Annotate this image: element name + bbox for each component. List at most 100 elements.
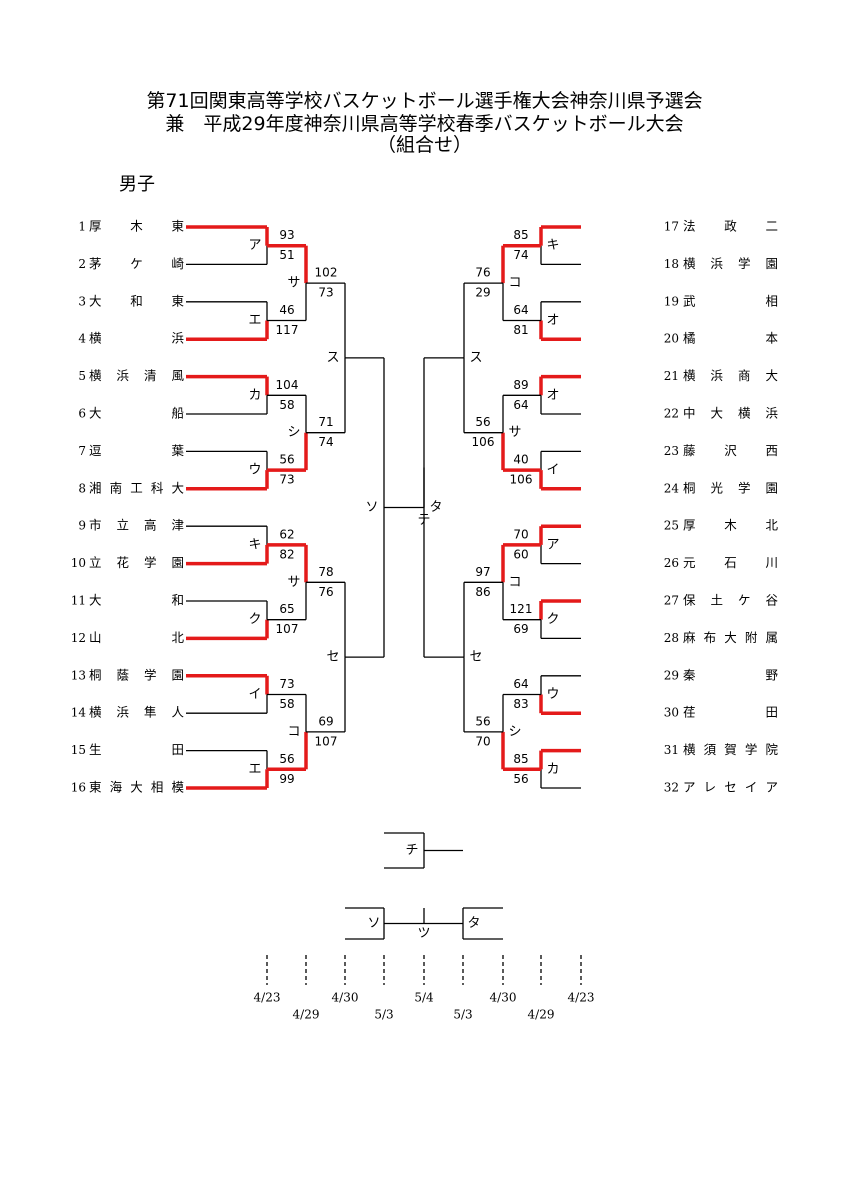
team-name: 藤 沢 西 (683, 443, 778, 458)
team-name: 横 浜 学 園 (683, 256, 778, 271)
court-label: ク (248, 612, 261, 627)
semifinal-right-label: タ (467, 916, 480, 931)
division-label: 男子 (119, 174, 155, 195)
team-name: 桐 蔭 学 園 (89, 667, 184, 682)
team-name: 横 浜 隼 人 (89, 705, 184, 720)
score-bottom: 106 (510, 473, 533, 487)
team-name: 厚 木 北 (683, 518, 778, 533)
score-bottom: 51 (279, 248, 294, 262)
court-label: サ (508, 425, 521, 440)
team-seed-number: 22 (664, 407, 679, 421)
court-label: ア (248, 238, 261, 253)
score-top: 69 (318, 714, 333, 728)
team-seed-number: 2 (78, 257, 86, 271)
team-name: 大 和 東 (89, 293, 184, 308)
court-label: カ (248, 388, 261, 403)
score-top: 93 (279, 228, 294, 242)
team-seed-number: 25 (664, 519, 679, 533)
score-top: 64 (513, 303, 528, 317)
team-name: 横 浜 清 風 (89, 368, 184, 383)
tournament-title-line1: 第71回関東高等学校バスケットボール選手権大会神奈川県予選会 (146, 90, 703, 112)
score-bottom: 29 (475, 286, 490, 300)
team-name: 横 浜 (89, 331, 184, 346)
third-place-court-label: チ (405, 843, 418, 858)
score-bottom: 82 (279, 547, 294, 561)
team-seed-number: 15 (71, 743, 86, 757)
score-top: 65 (279, 602, 294, 616)
score-top: 56 (279, 453, 294, 467)
court-label: セ (469, 650, 482, 665)
team-seed-number: 8 (78, 481, 86, 495)
score-bottom: 81 (513, 323, 528, 337)
schedule-date: 5/3 (374, 1008, 393, 1022)
score-top: 78 (318, 565, 333, 579)
team-name: 武 相 (683, 293, 778, 308)
score-top: 56 (475, 415, 490, 429)
court-label: ウ (546, 687, 559, 702)
score-top: 121 (510, 602, 533, 616)
score-bottom: 58 (279, 398, 294, 412)
score-top: 85 (513, 752, 528, 766)
schedule-date: 4/23 (568, 991, 595, 1005)
schedule-date: 4/30 (490, 991, 517, 1005)
score-bottom: 73 (279, 473, 294, 487)
court-label: シ (287, 425, 300, 440)
team-name: 麻布大附属 (683, 630, 778, 645)
court-label: サ (287, 575, 300, 590)
score-top: 73 (279, 677, 294, 691)
score-bottom: 83 (513, 697, 528, 711)
score-top: 71 (318, 415, 333, 429)
team-name: 厚 木 東 (89, 219, 184, 234)
score-top: 46 (279, 303, 294, 317)
court-label: オ (546, 388, 559, 403)
score-bottom: 64 (513, 398, 528, 412)
team-seed-number: 1 (78, 220, 86, 234)
court-label: カ (546, 762, 559, 777)
schedule-date: 4/29 (528, 1008, 555, 1022)
court-label: エ (248, 313, 261, 328)
score-bottom: 117 (276, 323, 299, 337)
team-seed-number: 24 (664, 481, 680, 495)
tournament-title-line2: 兼 平成29年度神奈川県高等学校春季バスケットボール大会 (165, 113, 684, 135)
team-seed-number: 29 (664, 668, 679, 682)
score-top: 56 (475, 714, 490, 728)
team-seed-number: 30 (664, 706, 679, 720)
court-label: イ (248, 687, 261, 702)
score-bottom: 106 (472, 435, 495, 449)
court-label: シ (508, 724, 521, 739)
team-seed-number: 7 (78, 444, 86, 458)
team-seed-number: 26 (664, 556, 679, 570)
team-seed-number: 31 (664, 743, 679, 757)
score-bottom: 58 (279, 697, 294, 711)
team-seed-number: 9 (78, 519, 86, 533)
score-top: 40 (513, 453, 528, 467)
score-bottom: 73 (318, 286, 333, 300)
court-label: ソ (365, 500, 378, 515)
schedule-date: 4/23 (254, 991, 281, 1005)
team-seed-number: 19 (664, 294, 679, 308)
team-seed-number: 5 (78, 369, 86, 383)
score-bottom: 99 (279, 772, 294, 786)
court-label: コ (508, 276, 521, 291)
score-top: 56 (279, 752, 294, 766)
court-label: サ (287, 276, 300, 291)
semifinal-left-label: ソ (367, 916, 380, 931)
final-court-label: テ (417, 513, 430, 528)
score-bottom: 107 (315, 734, 338, 748)
court-label: ス (469, 350, 482, 365)
court-label: ク (546, 612, 559, 627)
score-top: 76 (475, 266, 490, 280)
team-seed-number: 12 (71, 631, 86, 645)
team-seed-number: 11 (71, 594, 86, 608)
score-top: 104 (276, 378, 299, 392)
score-bottom: 74 (513, 248, 528, 262)
score-top: 102 (315, 266, 338, 280)
team-seed-number: 28 (664, 631, 679, 645)
schedule-date: 5/3 (453, 1008, 472, 1022)
court-label: ア (546, 537, 559, 552)
team-seed-number: 16 (71, 781, 86, 795)
court-label: ス (326, 350, 339, 365)
team-name: 法 政 二 (683, 219, 778, 234)
score-bottom: 60 (513, 547, 528, 561)
